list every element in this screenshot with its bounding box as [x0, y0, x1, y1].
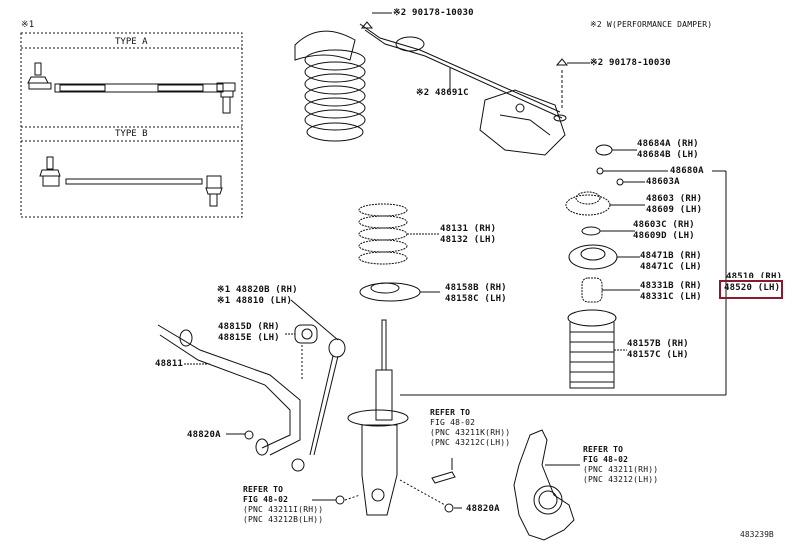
spring-rh: 48131 (RH): [440, 224, 497, 234]
part-label-stabilizer-bar[interactable]: 48811: [155, 359, 184, 369]
part-label-bumper[interactable]: 48331B (RH) 48331C (LH): [640, 281, 702, 303]
part-label-mount[interactable]: 48603 (RH) 48609 (LH): [646, 194, 702, 216]
mount-rh: 48603 (RH): [646, 194, 703, 204]
performance-damper-drawing: [359, 12, 590, 122]
ref-line: (PNC 43211I(RH)): [243, 505, 324, 514]
ref-line: FIG 48-02: [583, 455, 629, 464]
part-label-upper-seat[interactable]: 48471B (RH) 48471C (LH): [640, 251, 702, 273]
boot-rh: 48157B (RH): [627, 339, 689, 349]
insulator-lh: 48158C (LH): [445, 294, 507, 304]
shock-absorber-drawing: [347, 319, 409, 516]
ref-line: (PNC 43212(LH)): [583, 475, 659, 484]
part-label-mount-ring[interactable]: 48603C (RH) 48609D (LH): [633, 220, 695, 242]
reference-knuckle-bolt[interactable]: REFER TO FIG 48-02 (PNC 43211K(RH)) (PNC…: [430, 408, 510, 448]
mount-ring-lh: 48609D (LH): [633, 231, 695, 241]
part-label-cap[interactable]: 48684A (RH) 48684B (LH): [637, 139, 699, 161]
part-label-support-assy[interactable]: 48680A: [670, 166, 704, 176]
reference-lower-bolt[interactable]: REFER TO FIG 48-02 (PNC 43211I(RH)) (PNC…: [243, 485, 323, 525]
nut-left-drawing: [226, 430, 254, 440]
part-label-bushing[interactable]: 48815D (RH) 48815E (LH): [218, 322, 280, 344]
knuckle-bolt-drawing: [399, 458, 462, 513]
part-label-nut-bottom[interactable]: 48820A: [466, 504, 500, 514]
stabilizer-bushing-drawing: [285, 324, 318, 380]
part-label-boot[interactable]: 48157B (RH) 48157C (LH): [627, 339, 689, 361]
type-a-heading: TYPE A: [115, 37, 148, 47]
mount-ring-rh: 48603C (RH): [633, 220, 695, 230]
inset-box: [20, 32, 243, 218]
part-label-insulator[interactable]: 48158B (RH) 48158C (LH): [445, 283, 507, 305]
cap-lh: 48684B (LH): [637, 150, 699, 160]
reference-knuckle[interactable]: REFER TO FIG 48-02 (PNC 43211(RH)) (PNC …: [583, 445, 658, 485]
bumper-lh: 48331C (LH): [640, 292, 702, 302]
boot-lh: 48157C (LH): [627, 350, 689, 360]
upper-strut-assembly-drawing: [294, 30, 366, 142]
part-label-shock-lh-highlighted[interactable]: 48520 (LH): [724, 283, 781, 293]
upper-seat-lh: 48471C (LH): [640, 262, 702, 272]
ref-line: (PNC 43211(RH)): [583, 465, 659, 474]
inset-marker: ※1: [21, 20, 35, 30]
part-label-link[interactable]: ※1 48820B (RH) ※1 48810 (LH): [217, 285, 298, 307]
bushing-rh: 48815D (RH): [218, 322, 280, 332]
ref-line: (PNC 43212C(LH)): [430, 438, 511, 447]
part-label-shock-rh[interactable]: 48510 (RH): [726, 272, 783, 278]
highlighted-part-frame: [719, 280, 783, 299]
ref-line: (PNC 43212B(LH)): [243, 515, 324, 524]
ref-line: FIG 48-02: [243, 495, 289, 504]
bushing-lh: 48815E (LH): [218, 333, 280, 343]
lower-bolt-drawing: [312, 494, 361, 505]
link-lh: ※1 48810 (LH): [217, 296, 293, 306]
steering-knuckle-drawing: [513, 429, 580, 541]
spring-lh: 48132 (LH): [440, 235, 497, 245]
ref-line: (PNC 43211K(RH)): [430, 428, 511, 437]
part-label-nut-left[interactable]: 48820A: [187, 430, 221, 440]
type-b-link-drawing: [39, 156, 223, 207]
coil-spring-drawing: [358, 203, 440, 265]
right-parts-drawing: [400, 144, 727, 396]
part-label-damper[interactable]: ※2 48691C: [416, 88, 469, 98]
stabilizer-link-drawing: [290, 299, 346, 472]
link-rh: ※1 48820B (RH): [217, 285, 298, 295]
insulator-rh: 48158B (RH): [445, 283, 507, 293]
ref-line: FIG 48-02: [430, 418, 476, 427]
ref-line: REFER TO: [243, 485, 284, 494]
part-label-spring[interactable]: 48131 (RH) 48132 (LH): [440, 224, 496, 246]
cap-rh: 48684A (RH): [637, 139, 699, 149]
ref-line: REFER TO: [583, 445, 624, 454]
type-a-link-drawing: [27, 62, 236, 114]
bumper-rh: 48331B (RH): [640, 281, 702, 291]
type-b-heading: TYPE B: [115, 129, 148, 139]
stabilizer-bar-drawing: [157, 324, 301, 456]
part-label-bolt-top[interactable]: ※2 90178-10030: [393, 8, 474, 18]
spring-insulator-drawing: [359, 282, 440, 302]
mount-lh: 48609 (LH): [646, 205, 703, 215]
part-label-nut[interactable]: 48603A: [646, 177, 680, 187]
performance-damper-note: ※2 W(PERFORMANCE DAMPER): [590, 20, 713, 29]
part-label-bolt-right[interactable]: ※2 90178-10030: [590, 58, 671, 68]
upper-seat-rh: 48471B (RH): [640, 251, 702, 261]
mounting-bracket-drawing: [479, 89, 566, 156]
ref-line: REFER TO: [430, 408, 471, 417]
diagram-code: 483239B: [740, 530, 774, 539]
